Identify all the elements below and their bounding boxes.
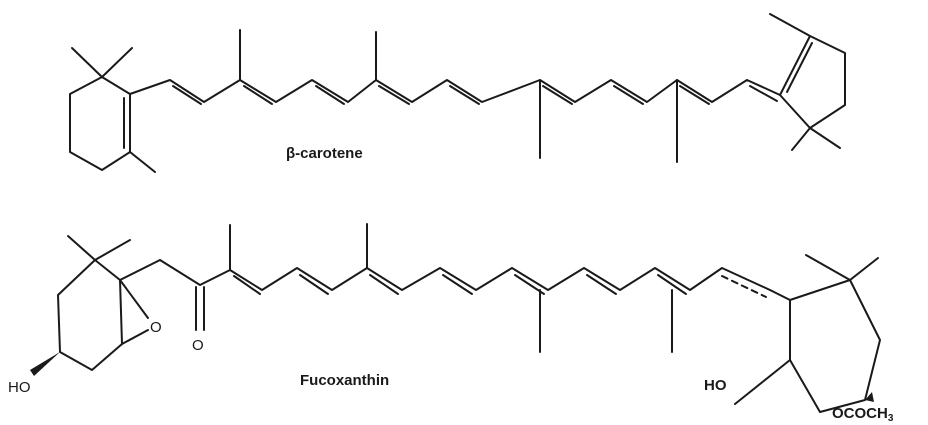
fucoxanthin-left-ring [30, 235, 161, 376]
fucoxanthin-right-ring [734, 254, 881, 413]
right-acetate-wedge [865, 392, 874, 402]
acetate-group-text: OCOCH [832, 405, 888, 422]
fucoxanthin-label: Fucoxanthin [300, 372, 389, 389]
beta-carotene-structure: β-carotene [69, 13, 846, 173]
acetate-group-subscript: 3 [888, 413, 894, 424]
fucoxanthin-structure: HO O O Fucoxanthin HO OCOCH3 [8, 223, 894, 424]
left-ho-wedge [30, 352, 60, 376]
beta-carotene-label: β-carotene [286, 145, 363, 162]
ketone-oxygen-label: O [192, 337, 204, 354]
right-hydroxyl-label: HO [704, 377, 727, 394]
fucoxanthin-polyene-chain [159, 223, 791, 353]
epoxide-oxygen-label: O [150, 319, 162, 336]
beta-carotene-polyene-chain [129, 29, 781, 163]
left-hydroxyl-label: HO [8, 379, 31, 396]
acetate-group-label: OCOCH3 [832, 405, 894, 424]
beta-carotene-right-ring [769, 13, 846, 151]
beta-carotene-left-ring [69, 47, 156, 173]
